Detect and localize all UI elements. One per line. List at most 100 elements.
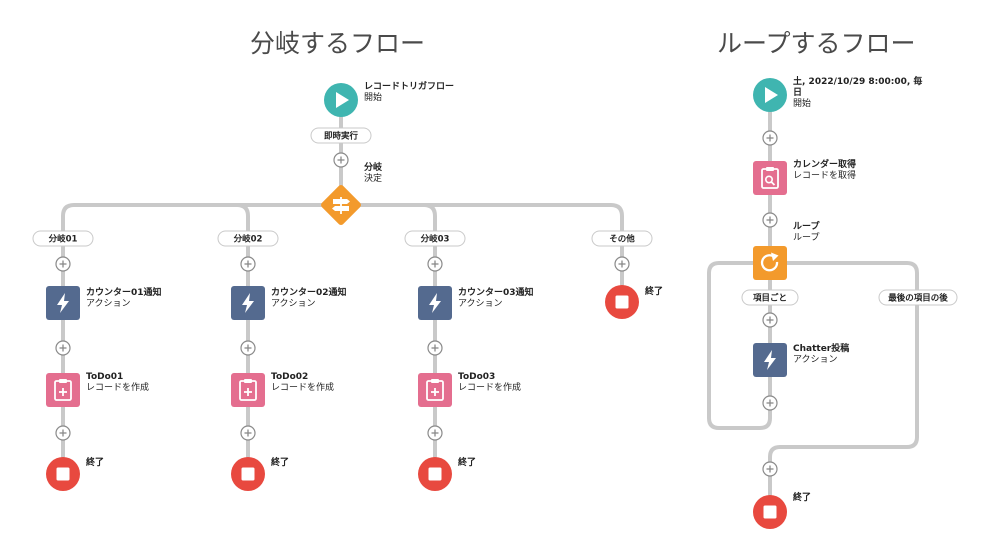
- action-node-3[interactable]: [418, 286, 452, 320]
- loop-node-title: ループ: [793, 222, 820, 232]
- add-element-button[interactable]: [427, 256, 443, 272]
- refresh-icon: [760, 252, 779, 272]
- scheduled-start-subtitle: 開始: [793, 99, 812, 109]
- add-element-button[interactable]: [762, 461, 778, 477]
- end-node-other-title: 終了: [645, 287, 664, 297]
- add-element-button[interactable]: [427, 340, 443, 356]
- decision-node-label: 分岐 決定: [364, 163, 382, 185]
- immediate-pill[interactable]: 即時実行: [310, 127, 372, 144]
- loop-end-title: 終了: [793, 493, 812, 503]
- end-node-other-label: 終了: [645, 287, 663, 298]
- add-element-button[interactable]: [614, 256, 630, 272]
- add-element-button[interactable]: [55, 425, 71, 441]
- end-node-other[interactable]: [605, 285, 639, 319]
- get-records-subtitle: レコードを取得: [793, 171, 857, 181]
- chatter-post-title: Chatter投稿: [793, 344, 850, 354]
- add-element-button[interactable]: [55, 256, 71, 272]
- branch-pill-2[interactable]: 分岐02: [217, 230, 279, 247]
- add-element-button[interactable]: [427, 425, 443, 441]
- svg-text:分岐02: 分岐02: [234, 234, 263, 245]
- start-node-label: レコードトリガフロー 開始: [364, 82, 454, 104]
- decision-node-subtitle: 決定: [364, 174, 383, 184]
- start-node-title: レコードトリガフロー: [364, 82, 455, 92]
- loop-node[interactable]: [753, 246, 787, 280]
- action-node-1-label: カウンター01通知 アクション: [86, 288, 162, 310]
- branch-flow-title: 分岐するフロー: [250, 29, 426, 58]
- action-node-3-subtitle: アクション: [458, 299, 503, 309]
- action-node-3-label: カウンター03通知 アクション: [458, 288, 534, 310]
- end-node-2-title: 終了: [271, 458, 290, 468]
- add-element-button[interactable]: [762, 212, 778, 228]
- svg-text:即時実行: 即時実行: [324, 131, 359, 142]
- branch-pill-3[interactable]: 分岐03: [404, 230, 466, 247]
- add-element-button[interactable]: [240, 340, 256, 356]
- action-node-2-label: カウンター02通知 アクション: [271, 288, 347, 310]
- end-node-1[interactable]: [46, 457, 80, 491]
- end-node-3-label: 終了: [458, 458, 476, 469]
- add-element-button[interactable]: [333, 152, 349, 168]
- record-node-1[interactable]: [45, 372, 81, 408]
- action-node-1-subtitle: アクション: [86, 299, 131, 309]
- svg-text:分岐01: 分岐01: [49, 234, 78, 245]
- record-node-2[interactable]: [230, 372, 266, 408]
- add-element-button[interactable]: [240, 256, 256, 272]
- start-node-subtitle: 開始: [364, 93, 383, 103]
- add-element-button[interactable]: [762, 395, 778, 411]
- scheduled-start-node[interactable]: [753, 78, 787, 112]
- record-node-3[interactable]: [417, 372, 453, 408]
- each-item-pill[interactable]: 項目ごと: [741, 289, 799, 306]
- after-last-item-pill[interactable]: 最後の項目の後: [878, 289, 958, 306]
- record-node-3-title: ToDo03: [458, 372, 496, 382]
- action-node-1-title: カウンター01通知: [86, 288, 162, 298]
- action-node-2[interactable]: [231, 286, 265, 320]
- signpost-icon: [332, 197, 350, 214]
- add-element-button[interactable]: [55, 340, 71, 356]
- branch-pill-1[interactable]: 分岐01: [32, 230, 94, 247]
- get-records-label: カレンダー取得 レコードを取得: [793, 160, 856, 182]
- loop-flow-title: ループするフロー: [717, 29, 916, 58]
- chatter-post-subtitle: アクション: [793, 355, 838, 365]
- end-node-2[interactable]: [231, 457, 265, 491]
- record-node-2-subtitle: レコードを作成: [271, 383, 335, 393]
- loop-node-label: ループ ループ: [793, 222, 819, 244]
- decision-node-title: 分岐: [364, 163, 383, 173]
- action-node-1[interactable]: [46, 286, 80, 320]
- start-node[interactable]: [324, 83, 358, 117]
- get-records-node[interactable]: [753, 161, 787, 195]
- play-icon: [765, 87, 778, 103]
- record-node-3-subtitle: レコードを作成: [458, 383, 522, 393]
- svg-text:分岐03: 分岐03: [421, 234, 450, 245]
- end-node-1-label: 終了: [86, 458, 104, 469]
- search-record-icon: [761, 167, 779, 189]
- loop-end-label: 終了: [793, 493, 811, 504]
- end-node-2-label: 終了: [271, 458, 289, 469]
- add-element-button[interactable]: [762, 130, 778, 146]
- add-element-button[interactable]: [762, 312, 778, 328]
- end-node-3[interactable]: [418, 457, 452, 491]
- record-node-1-subtitle: レコードを作成: [86, 383, 150, 393]
- scheduled-start-title-1: 土, 2022/10/29 8:00:00, 毎: [793, 77, 923, 87]
- chatter-post-label: Chatter投稿 アクション: [793, 344, 849, 366]
- branch-connectors: [61, 98, 624, 476]
- chatter-post-node[interactable]: [753, 343, 787, 377]
- scheduled-start-label: 土, 2022/10/29 8:00:00, 毎 日 開始: [793, 77, 922, 110]
- record-node-1-label: ToDo01 レコードを作成: [86, 372, 149, 394]
- action-node-2-title: カウンター02通知: [271, 288, 347, 298]
- scheduled-start-title-2: 日: [793, 88, 803, 98]
- svg-text:その他: その他: [609, 234, 635, 245]
- get-records-title: カレンダー取得: [793, 160, 857, 170]
- record-node-2-label: ToDo02 レコードを作成: [271, 372, 334, 394]
- decision-node[interactable]: [320, 184, 362, 226]
- end-node-3-title: 終了: [458, 458, 477, 468]
- branch-pill-other[interactable]: その他: [591, 230, 653, 247]
- record-node-3-label: ToDo03 レコードを作成: [458, 372, 521, 394]
- svg-text:項目ごと: 項目ごと: [753, 293, 787, 304]
- loop-end-node[interactable]: [753, 495, 787, 529]
- end-node-1-title: 終了: [86, 458, 105, 468]
- record-node-2-title: ToDo02: [271, 372, 309, 382]
- add-element-button[interactable]: [240, 425, 256, 441]
- action-node-2-subtitle: アクション: [271, 299, 316, 309]
- svg-text:最後の項目の後: 最後の項目の後: [888, 293, 948, 304]
